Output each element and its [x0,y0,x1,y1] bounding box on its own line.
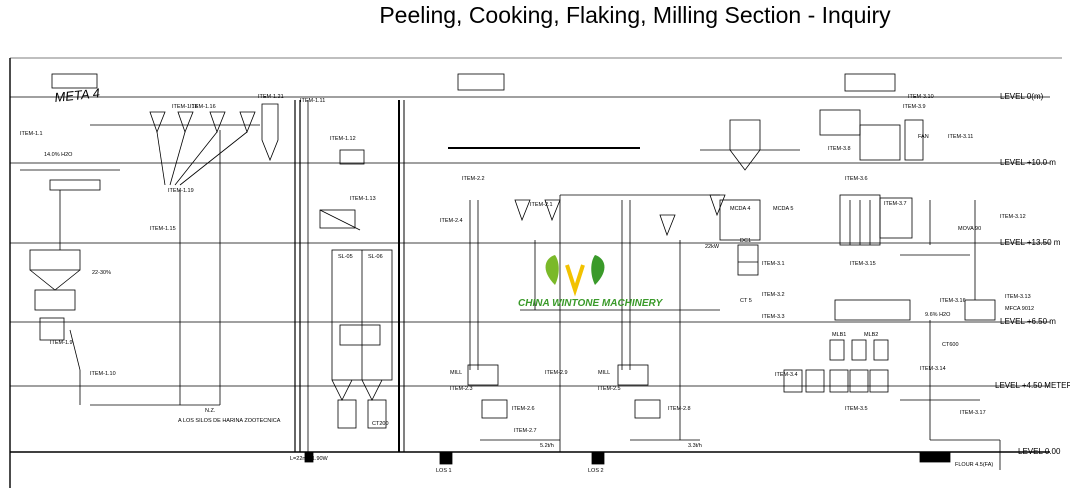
item-label: ITEM-3.17 [960,410,986,416]
wintone-logo [545,255,605,297]
level-label: LEVEL 0.00 [1018,447,1061,456]
item-label: MILL [450,370,462,376]
item-label: L=22m - 1.90W [290,456,329,462]
item-label: MFCA 9012 [1005,306,1034,312]
section-meta-label: META 4 [54,85,101,105]
item-label: ITEM-3.14 [920,366,946,372]
item-label: ITEM-3.13 [1005,294,1031,300]
item-label: ITEM-3.7 [884,201,907,207]
item-label: FAN [918,134,929,140]
item-label: ITEM-2.3 [450,386,473,392]
item-label: ITEM-3.1 [762,261,785,267]
item-label: 5.2t/h [540,443,554,449]
item-label: ITEM-3.4 [775,372,798,378]
page-title: Peeling, Cooking, Flaking, Milling Secti… [379,2,891,28]
item-label: 9.6% H2O [925,312,951,318]
item-label: MCDA 5 [773,206,793,212]
item-label: MLB1 [832,332,846,338]
item-label: CT600 [942,342,959,348]
item-label: ITEM-1.16 [190,104,216,110]
item-label: ITEM-2.6 [512,406,535,412]
item-label: 14.0% H2O [44,152,73,158]
item-label: CT 5 [740,298,752,304]
item-label: ITEM-3.3 [762,314,785,320]
item-label: ITEM-2.4 [440,218,463,224]
item-label: SL-05 [338,254,353,260]
item-label: ITEM-3.5 [845,406,868,412]
level-label: LEVEL +6.50 m [1000,317,1056,326]
item-label: MCDA 4 [730,206,750,212]
item-label: ITEM-2.5 [598,386,621,392]
item-label: A LOS SILOS DE HARINA ZOOTECNICA [178,418,281,424]
item-label: ITEM-3.16 [940,298,966,304]
item-label: ITEM-2.1 [530,202,553,208]
item-label: ITEM-3.8 [828,146,851,152]
watermark-text: CHINA WINTONE MACHINERY [518,298,664,309]
item-label: MLB2 [864,332,878,338]
item-label: ITEM-1.19 [168,188,194,194]
item-label: ITEM-1.10 [90,371,116,377]
item-label: 22-30% [92,270,111,276]
item-label: FLOUR 4.5(FA) [955,462,993,468]
item-label: MILL [598,370,610,376]
level-label: LEVEL +13.50 m [1000,238,1061,247]
item-label: ITEM-3.9 [903,104,926,110]
item-label: ITEM-3.6 [845,176,868,182]
item-label: LOS 2 [588,468,604,474]
item-label: DC1 [740,238,751,244]
level-label: LEVEL 0(m) [1000,92,1044,101]
item-label: ITEM-2.9 [545,370,568,376]
item-label: 3.3t/h [688,443,702,449]
item-label: 22kW [705,244,720,250]
item-label: ITEM-2.7 [514,428,537,434]
item-label: CT200 [372,421,389,427]
item-label: ITEM-3.2 [762,292,785,298]
item-label: ITEM-1.15 [150,226,176,232]
item-label: ITEM-1.9 [50,340,73,346]
item-label: N.Z. [205,408,216,414]
item-label: ITEM-2.2 [462,176,485,182]
item-label: ITEM-1.12 [330,136,356,142]
level-label: LEVEL +4.50 METER [995,381,1070,390]
item-label: SL-06 [368,254,383,260]
item-label: ITEM-3.11 [948,134,973,140]
level-label: LEVEL +10.0 m [1000,158,1056,167]
item-label: ITEM-3.15 [850,261,876,267]
item-label: LOS 1 [436,468,452,474]
item-label: ITEM-2.8 [668,406,691,412]
item-label: ITEM-1.1 [20,131,43,137]
item-label: ITEM-1.21 [258,94,284,100]
item-label: MOVA 90 [958,226,981,232]
item-label: ITEM-1.11 [300,98,325,104]
item-label: ITEM-1.18 [172,104,198,110]
item-label: ITEM-3.12 [1000,214,1026,220]
item-label: ITEM-3.10 [908,94,934,100]
item-label: ITEM-1.13 [350,196,376,202]
